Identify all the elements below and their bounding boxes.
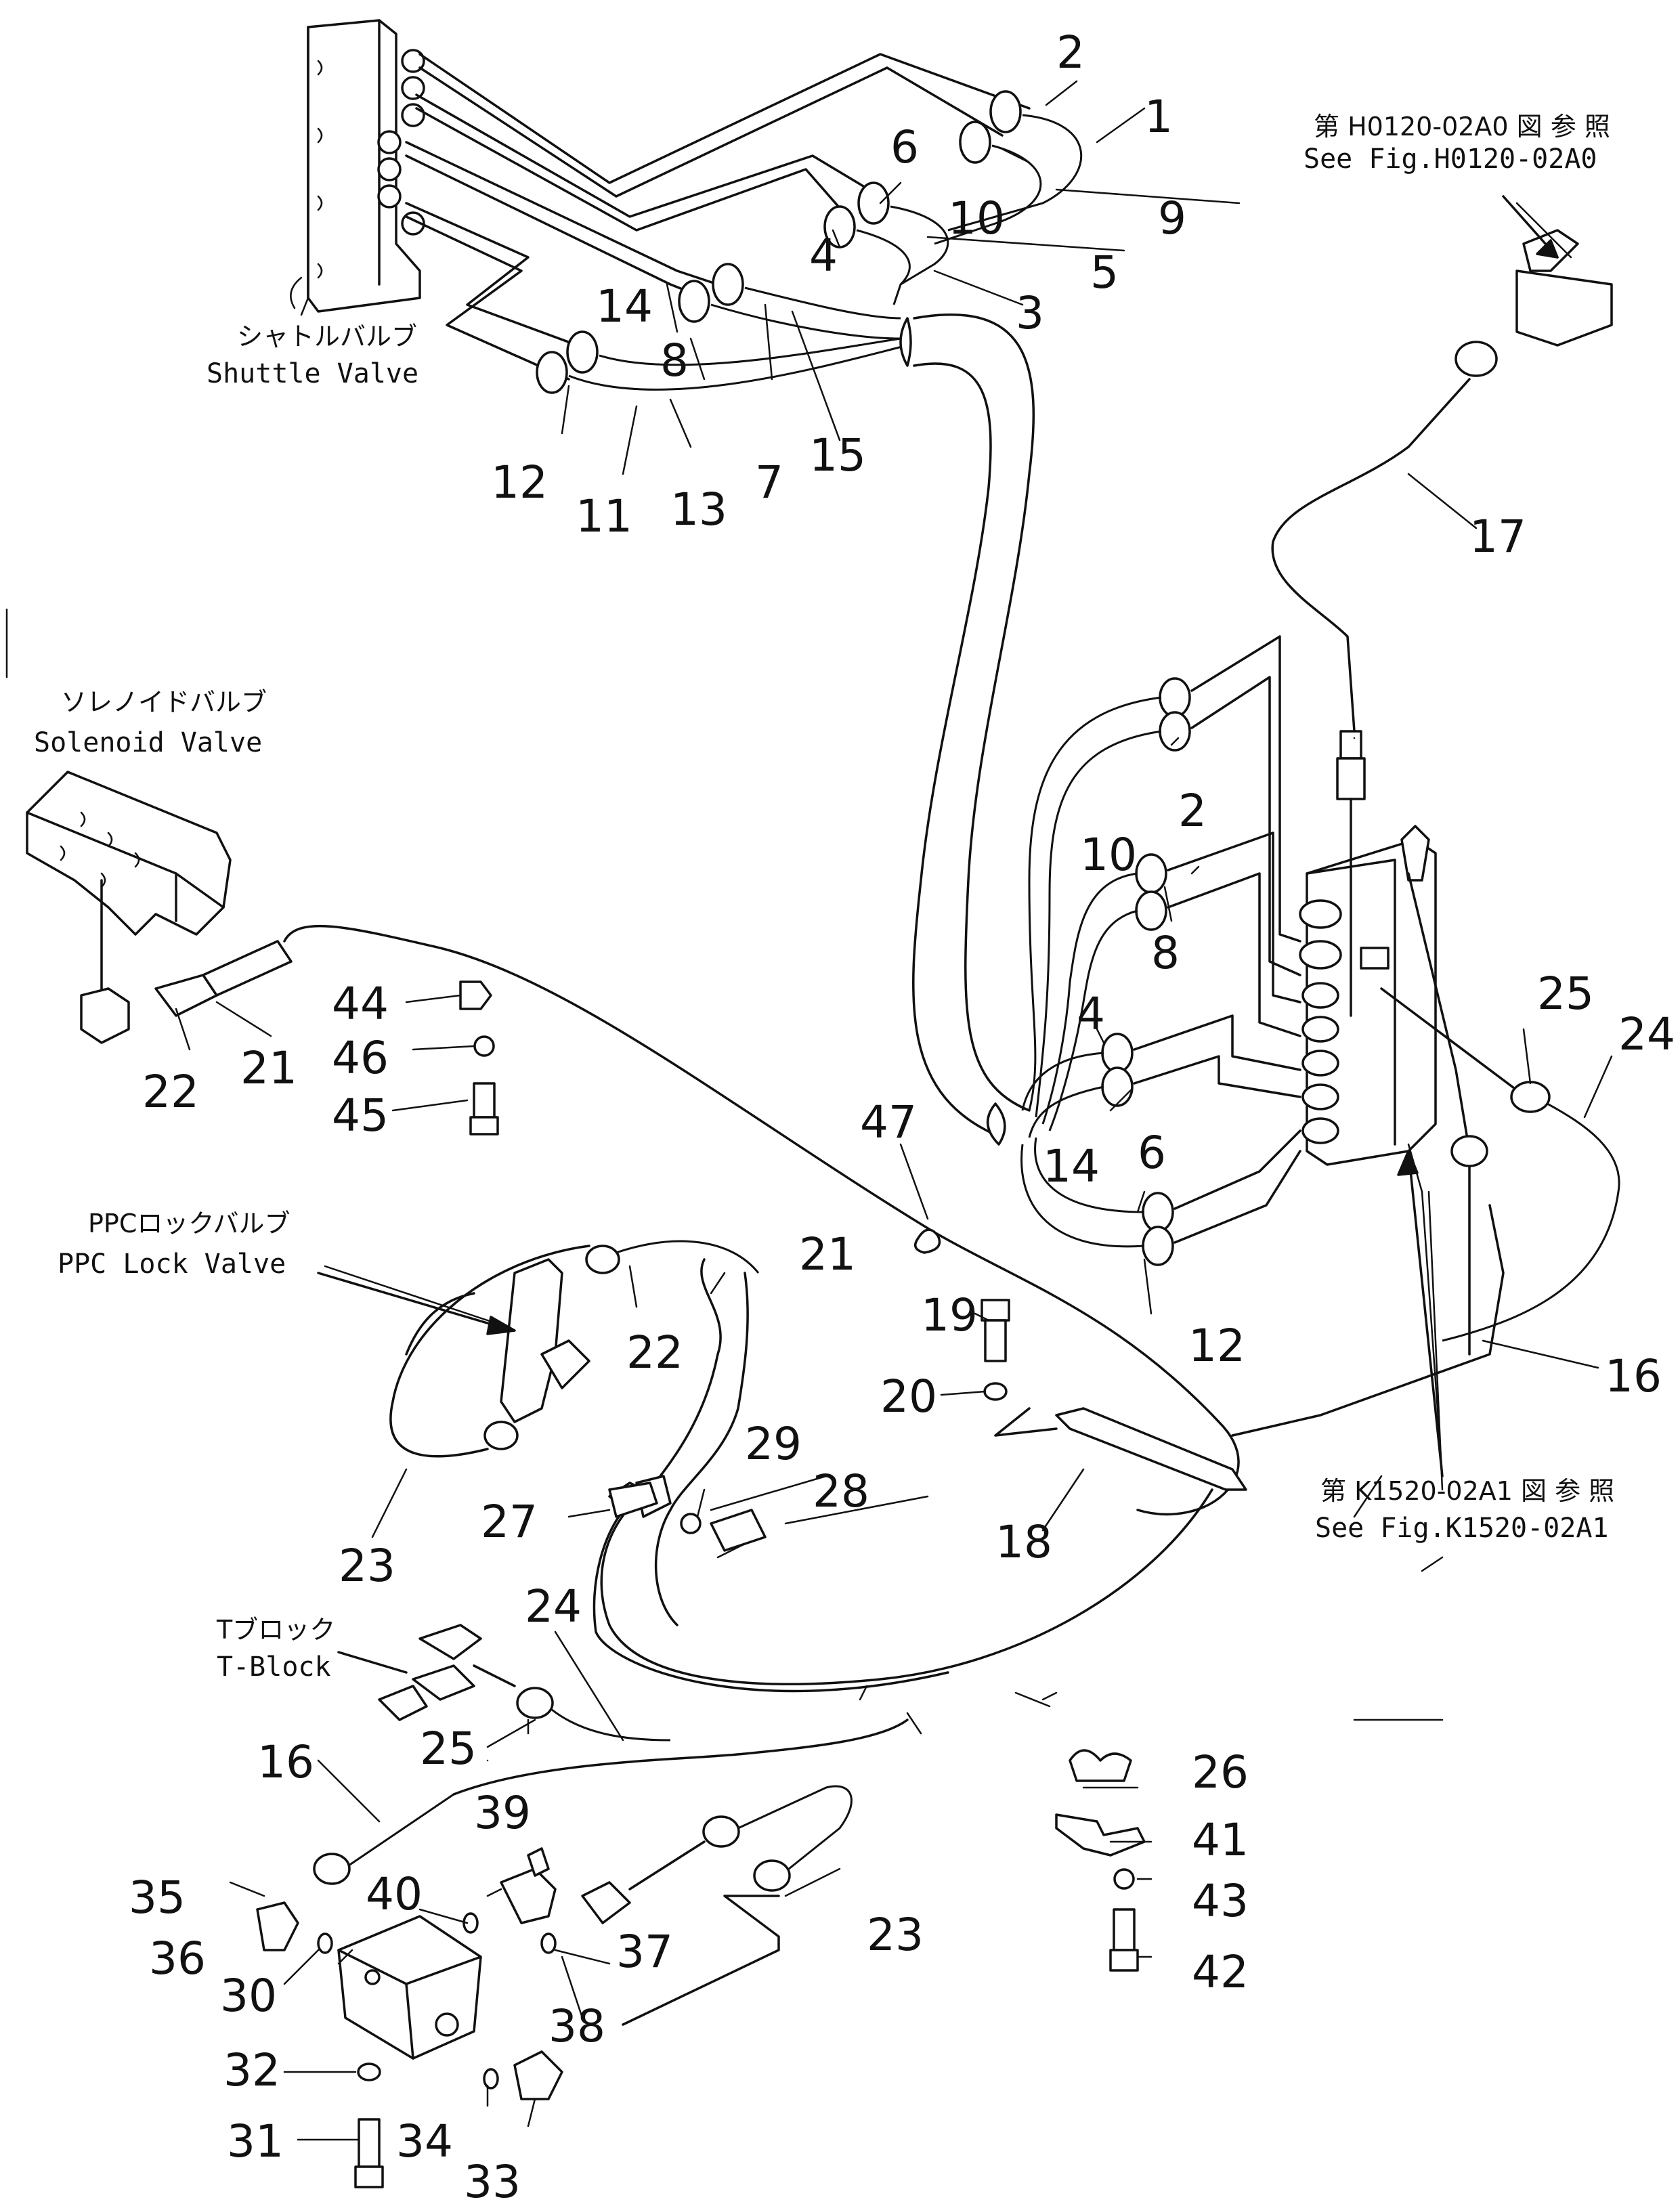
t-block-jp: Tブロック — [216, 1615, 335, 1645]
callout-10b: 10 — [1080, 829, 1137, 881]
bracket-26-41-42-43 — [1055, 1749, 1146, 1972]
callout-8: 8 — [660, 334, 689, 387]
callout-25: 25 — [1537, 968, 1594, 1020]
callout-4: 4 — [809, 230, 838, 282]
callout-13: 13 — [670, 483, 727, 536]
callout-46: 46 — [332, 1032, 389, 1084]
t-block — [378, 1624, 671, 1742]
fittings-37-38-23 — [483, 1785, 853, 2100]
leader-lines — [175, 80, 1613, 2141]
callout-19: 19 — [921, 1289, 978, 1341]
ref-top-jp: 第 H0120-02A0 図 参 照 — [1314, 112, 1610, 142]
callout-11: 11 — [576, 490, 632, 542]
upper-right-component — [1271, 229, 1613, 1017]
callout-6b: 6 — [1138, 1127, 1166, 1179]
callout-2b: 2 — [1178, 785, 1207, 837]
control-valve-block — [1299, 825, 1437, 1166]
callout-33: 33 — [464, 2156, 521, 2204]
callout-22b: 22 — [626, 1326, 683, 1379]
callout-31: 31 — [227, 2115, 284, 2167]
callout-23: 23 — [339, 1540, 395, 1592]
clamp-47 — [913, 1228, 941, 1254]
callout-14b: 14 — [1043, 1140, 1100, 1192]
callout-43: 43 — [1192, 1875, 1249, 1927]
callout-1: 1 — [1144, 91, 1173, 143]
callout-41: 41 — [1192, 1814, 1249, 1866]
callout-35: 35 — [129, 1872, 186, 1924]
callout-8b: 8 — [1151, 927, 1180, 979]
right-tubes — [1133, 635, 1301, 1244]
ref-top-en: See Fig.H0120-02A0 — [1304, 144, 1597, 175]
callout-16b: 16 — [257, 1736, 314, 1788]
callout-16: 16 — [1605, 1350, 1662, 1402]
shuttle-valve-jp: シャトルバルブ — [237, 322, 417, 351]
callout-15: 15 — [809, 429, 866, 481]
callout-27: 27 — [481, 1496, 538, 1548]
callout-7: 7 — [755, 456, 783, 509]
callout-20: 20 — [880, 1370, 937, 1423]
solenoid-valve-en: Solenoid Valve — [34, 727, 262, 758]
callout-28: 28 — [813, 1465, 869, 1517]
shuttle-valve-en: Shuttle Valve — [207, 358, 418, 389]
callout-26: 26 — [1192, 1746, 1249, 1798]
clamp-44-46-45 — [459, 980, 499, 1136]
reference-arrows — [317, 195, 1559, 1674]
bracket-18-bolt-19 — [981, 1299, 1247, 1491]
callout-30: 30 — [220, 1970, 277, 2022]
callout-22: 22 — [142, 1066, 199, 1118]
ref-right-en: See Fig.K1520-02A1 — [1315, 1513, 1608, 1544]
callout-2: 2 — [1056, 26, 1085, 79]
ppc-lock-valve-jp: PPCロックバルブ — [88, 1209, 290, 1238]
solenoid-valve — [26, 771, 1240, 1516]
lower-hose-16 — [313, 1719, 909, 1885]
callout-45: 45 — [332, 1089, 389, 1142]
ppc-lock-valve-en: PPC Lock Valve — [58, 1249, 286, 1280]
right-hoses — [1020, 696, 1162, 1248]
main-hose-bundle — [899, 314, 1035, 1146]
callout-47: 47 — [860, 1096, 917, 1148]
solenoid-valve-jp: ソレノイドバルブ — [61, 687, 267, 717]
callout-42: 42 — [1192, 1946, 1249, 1998]
callout-14: 14 — [596, 280, 653, 332]
right-hose-fittings — [1101, 677, 1191, 1266]
callout-29: 29 — [745, 1418, 802, 1470]
fittings-35-39-40 — [256, 1847, 557, 1954]
callout-12: 12 — [491, 456, 548, 509]
ref-right-jp: 第 K1520-02A1 図 参 照 — [1320, 1476, 1614, 1506]
callout-18: 18 — [995, 1516, 1052, 1568]
callout-4b: 4 — [1077, 988, 1105, 1040]
callout-39: 39 — [474, 1787, 531, 1839]
upper-hoses — [568, 114, 1083, 391]
callout-25b: 25 — [420, 1723, 477, 1775]
callout-10: 10 — [948, 192, 1005, 244]
upper-hose-fittings — [536, 90, 1022, 394]
shuttle-tube-bundle — [405, 53, 1031, 381]
callout-44: 44 — [332, 978, 389, 1030]
callout-34: 34 — [396, 2115, 453, 2167]
callout-32: 32 — [223, 2044, 280, 2096]
clamp-27-28-29 — [608, 1482, 767, 1552]
callout-24: 24 — [1618, 1008, 1675, 1060]
callout-5: 5 — [1090, 246, 1119, 299]
callout-36: 36 — [149, 1932, 206, 1985]
callout-6: 6 — [890, 121, 919, 173]
t-block-en: T-Block — [217, 1651, 331, 1683]
callout-37: 37 — [616, 1926, 673, 1978]
shuttle-valve — [290, 19, 425, 316]
callout-3: 3 — [1016, 287, 1044, 339]
callout-38: 38 — [548, 2000, 605, 2052]
callout-23b: 23 — [867, 1909, 924, 1961]
callout-numbers: 1 2 10 9 6 4 5 3 14 8 12 11 13 7 15 17 2… — [129, 26, 1675, 2204]
callout-21b: 21 — [799, 1228, 856, 1280]
callout-40: 40 — [366, 1868, 423, 1920]
right-hose-24-16 — [1231, 872, 1620, 1437]
callout-24b: 24 — [525, 1580, 582, 1633]
callout-9: 9 — [1158, 192, 1186, 244]
block-30 — [337, 1915, 482, 2188]
callout-21: 21 — [240, 1042, 297, 1094]
callout-12b: 12 — [1188, 1320, 1245, 1372]
callout-17: 17 — [1469, 511, 1526, 563]
